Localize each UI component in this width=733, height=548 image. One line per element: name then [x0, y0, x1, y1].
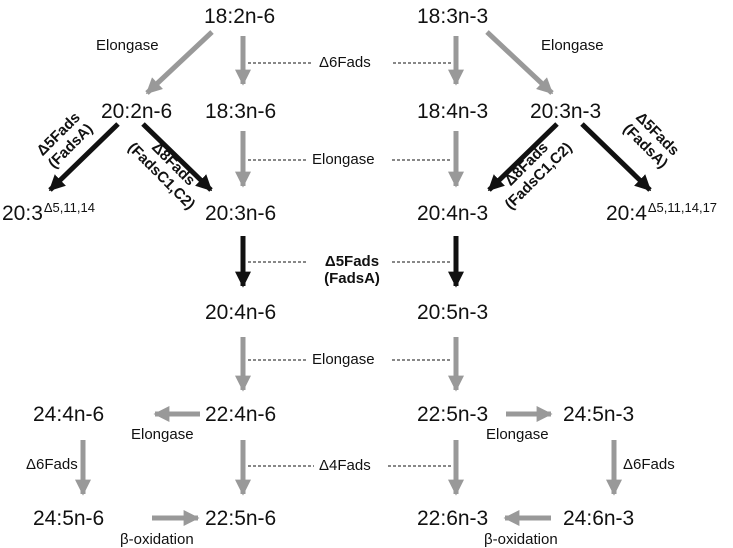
enzyme-beta-oxidation-right: β-oxidation — [484, 531, 558, 548]
arrow-elongase-ala-ete — [485, 30, 554, 95]
enzyme-beta-oxidation-left: β-oxidation — [120, 531, 194, 548]
arrow-d5-eda-scia — [48, 122, 120, 192]
node-18-2n-6: 18:2n-6 — [204, 5, 276, 28]
node-20-4-d5-11-14-17: 20:4Δ5,11,14,17 — [606, 200, 718, 225]
node-20-5n-3: 20:5n-3 — [417, 301, 489, 324]
node-20-4n-3: 20:4n-3 — [417, 202, 489, 225]
node-22-6n-3: 22:6n-3 — [417, 507, 489, 530]
enzyme-elongase-left: Elongase — [96, 37, 159, 54]
arrow-d8-eda-dgla — [141, 122, 213, 192]
arrow-elongase-la-eda — [145, 30, 214, 95]
node-24-4n-6: 24:4n-6 — [33, 403, 105, 426]
enzyme-d5fads-center-name: Δ5Fads — [324, 253, 380, 270]
enzyme-d6fads-lower-left: Δ6Fads — [26, 456, 78, 473]
node-20-3n-3: 20:3n-3 — [530, 100, 602, 123]
node-22-5n-3: 22:5n-3 — [417, 403, 489, 426]
enzyme-d6fads-top: Δ6Fads — [319, 54, 371, 71]
node-20-3n-6: 20:3n-6 — [205, 202, 277, 225]
node-20-4-superscript: Δ5,11,14,17 — [647, 200, 718, 215]
node-20-3-base: 20:3 — [2, 202, 43, 225]
enzyme-elongase-mid1: Elongase — [312, 151, 375, 168]
node-18-3n-3: 18:3n-3 — [417, 5, 489, 28]
enzyme-elongase-mid2: Elongase — [312, 351, 375, 368]
enzyme-elongase-lower-left: Elongase — [131, 426, 194, 443]
node-18-3n-6: 18:3n-6 — [205, 100, 277, 123]
node-20-4-base: 20:4 — [606, 202, 647, 225]
arrow-d8-ete-eta — [487, 122, 559, 192]
enzyme-elongase-right: Elongase — [541, 37, 604, 54]
node-24-5n-6: 24:5n-6 — [33, 507, 105, 530]
node-20-3-d5-11-14: 20:3Δ5,11,14 — [2, 200, 95, 225]
node-20-3-superscript: Δ5,11,14 — [43, 200, 95, 215]
node-18-4n-3: 18:4n-3 — [417, 100, 489, 123]
node-20-4n-6: 20:4n-6 — [205, 301, 277, 324]
enzyme-d4fads: Δ4Fads — [319, 457, 371, 474]
node-22-5n-6: 22:5n-6 — [205, 507, 277, 530]
arrow-d5-ete-jun — [580, 122, 652, 192]
node-20-2n-6: 20:2n-6 — [101, 100, 173, 123]
node-24-6n-3: 24:6n-3 — [563, 507, 635, 530]
enzyme-d6fads-lower-right: Δ6Fads — [623, 456, 675, 473]
enzyme-d5fads-center: Δ5Fads (FadsA) — [312, 254, 392, 286]
enzyme-d5fads-center-gene: (FadsA) — [324, 270, 380, 287]
node-24-5n-3: 24:5n-3 — [563, 403, 635, 426]
node-22-4n-6: 22:4n-6 — [205, 403, 277, 426]
enzyme-elongase-lower-right: Elongase — [486, 426, 549, 443]
